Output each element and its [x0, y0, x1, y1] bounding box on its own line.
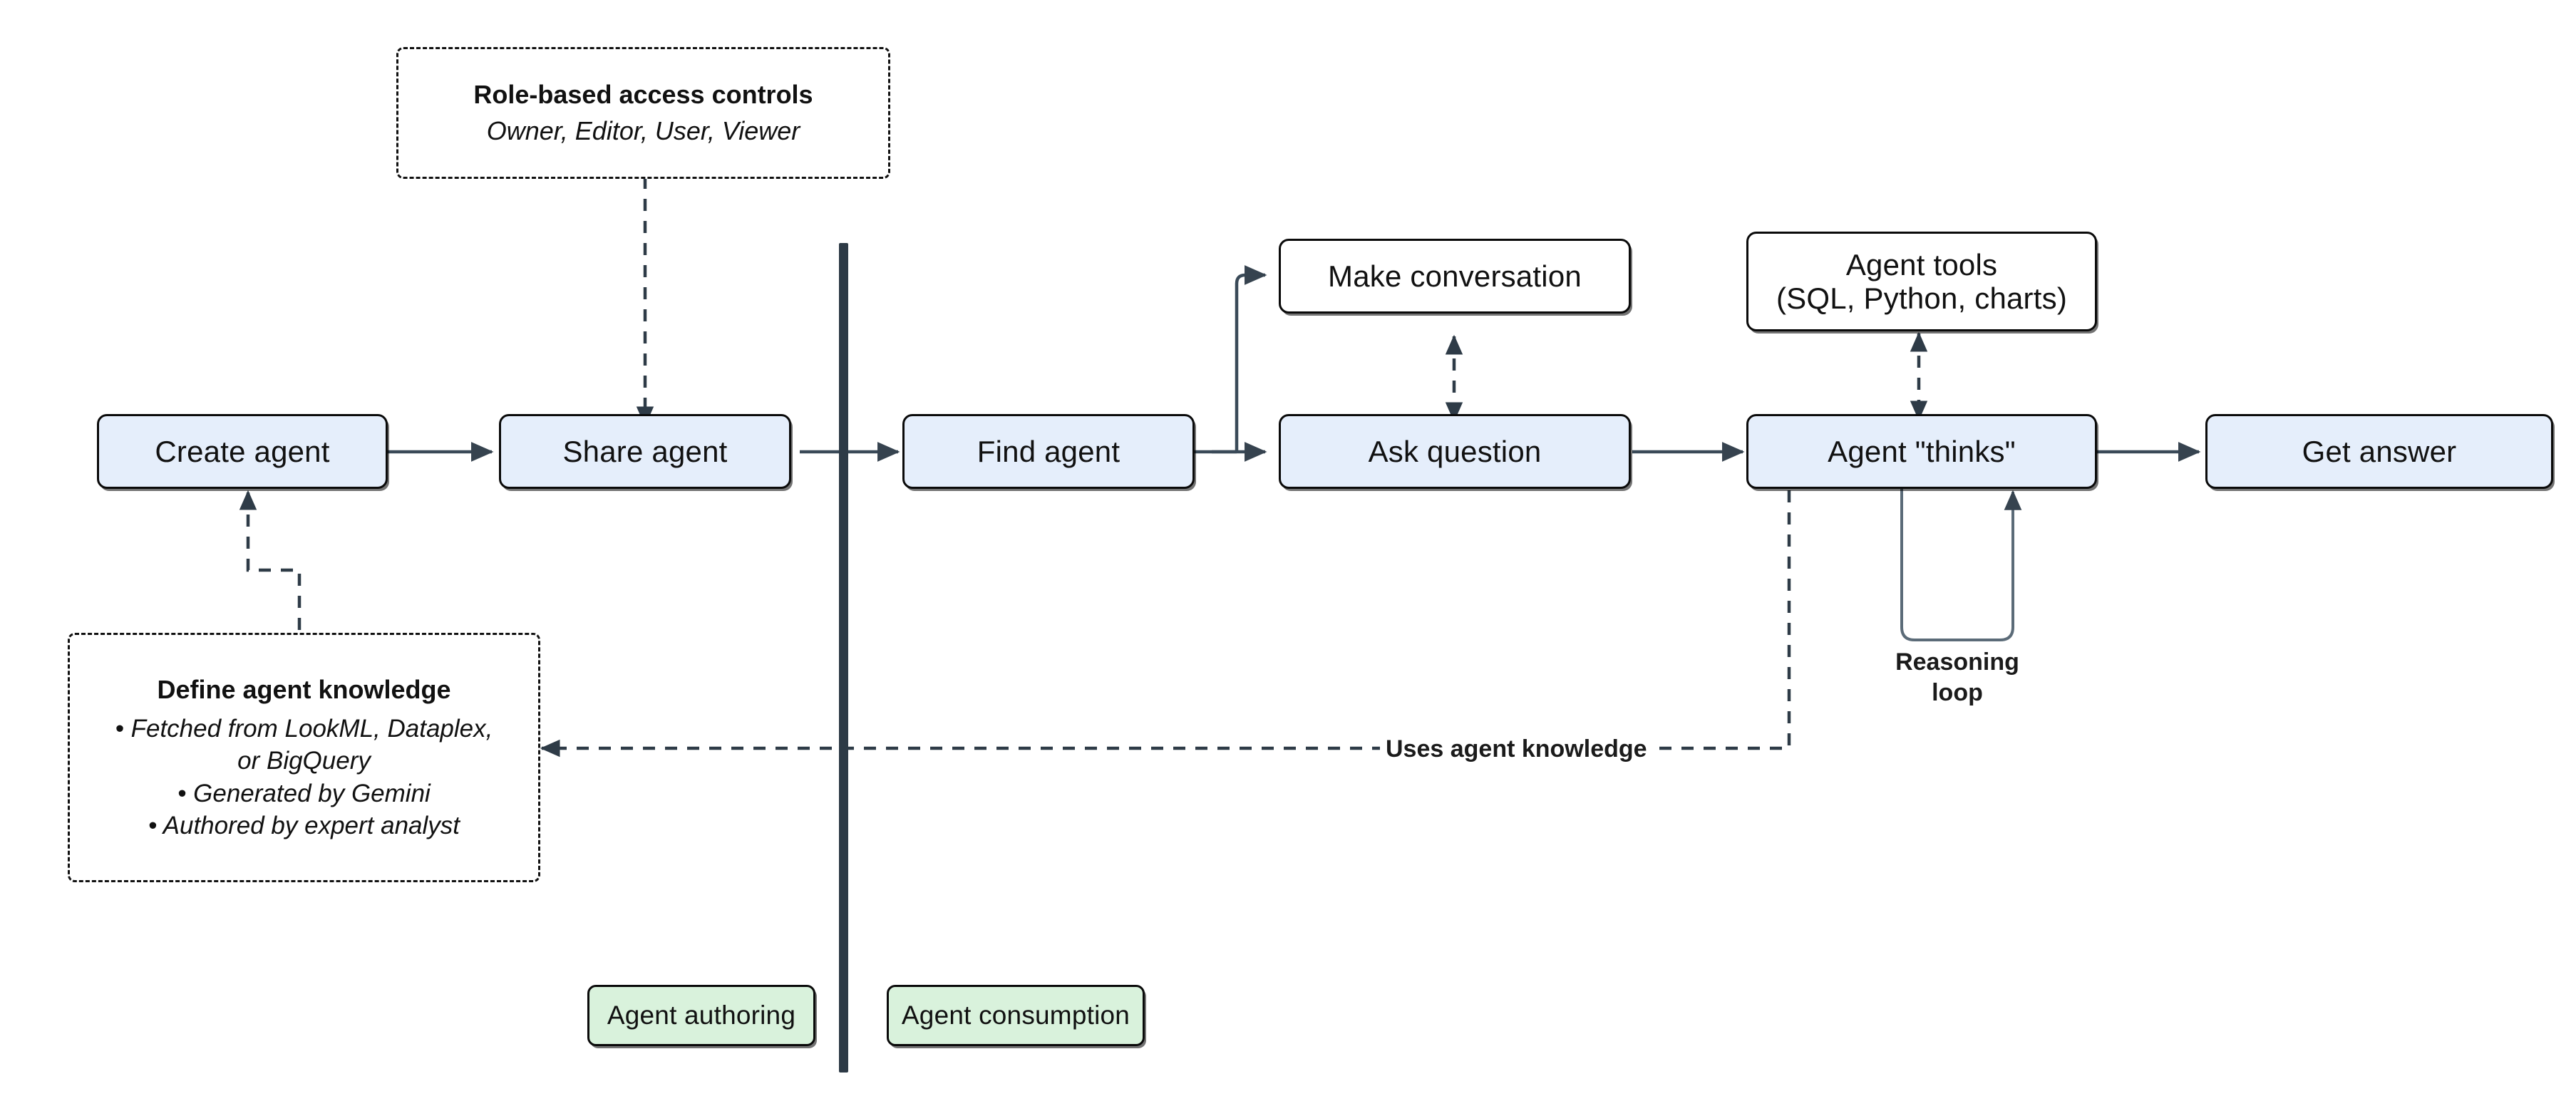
annotation-agent-knowledge-item-3: • Authored by expert analyst — [148, 812, 460, 839]
node-find-agent[interactable]: Find agent — [902, 414, 1195, 489]
label-uses-agent-knowledge-text: Uses agent knowledge — [1386, 735, 1647, 763]
node-ask-question[interactable]: Ask question — [1279, 414, 1631, 489]
annotation-rbac-title: Role-based access controls — [473, 79, 813, 109]
node-agent-tools[interactable]: Agent tools (SQL, Python, charts) — [1746, 232, 2097, 331]
node-ask-question-label: Ask question — [1368, 434, 1542, 468]
node-share-agent[interactable]: Share agent — [499, 414, 791, 489]
node-find-agent-label: Find agent — [977, 434, 1120, 468]
label-reasoning-loop: Reasoning loop — [1879, 647, 2036, 708]
legend-agent-authoring[interactable]: Agent authoring — [587, 985, 815, 1046]
annotation-agent-knowledge-item-1: or BigQuery — [237, 747, 371, 775]
edge-find-to-make-conversation — [1235, 265, 1267, 452]
node-create-agent-label: Create agent — [155, 434, 330, 468]
edge-reasoning-loop — [1900, 479, 2022, 641]
annotation-agent-knowledge-title: Define agent knowledge — [157, 674, 451, 704]
node-get-answer[interactable]: Get answer — [2205, 414, 2553, 489]
legend-agent-authoring-label: Agent authoring — [607, 1001, 796, 1030]
edge-knowledge-to-create — [239, 490, 302, 630]
section-divider — [839, 243, 848, 1073]
node-agent-thinks-label: Agent "thinks" — [1828, 434, 2016, 468]
annotation-agent-knowledge-item-0: • Fetched from LookML, Dataplex, — [115, 714, 493, 743]
node-share-agent-label: Share agent — [562, 434, 728, 468]
label-reasoning-loop-line1: Reasoning — [1895, 648, 2019, 676]
label-uses-agent-knowledge: Uses agent knowledge — [1380, 734, 1653, 765]
annotation-rbac-subtitle: Owner, Editor, User, Viewer — [486, 115, 800, 145]
node-create-agent[interactable]: Create agent — [97, 414, 388, 489]
annotation-agent-knowledge-item-2: • Generated by Gemini — [177, 779, 431, 807]
node-get-answer-label: Get answer — [2302, 434, 2457, 468]
node-agent-tools-label-line2: (SQL, Python, charts) — [1776, 281, 2068, 315]
legend-agent-consumption-label: Agent consumption — [901, 1001, 1130, 1030]
annotation-rbac: Role-based access controls Owner, Editor… — [396, 47, 890, 179]
legend-agent-consumption[interactable]: Agent consumption — [887, 985, 1145, 1046]
node-make-conversation-label: Make conversation — [1328, 259, 1582, 293]
label-reasoning-loop-line2: loop — [1932, 678, 1983, 706]
node-agent-tools-label-line1: Agent tools — [1845, 247, 1998, 281]
annotation-agent-knowledge: Define agent knowledge • Fetched from Lo… — [68, 633, 540, 882]
node-agent-thinks[interactable]: Agent "thinks" — [1746, 414, 2097, 489]
edge-uses-agent-knowledge — [540, 490, 1791, 758]
node-make-conversation[interactable]: Make conversation — [1279, 239, 1631, 314]
